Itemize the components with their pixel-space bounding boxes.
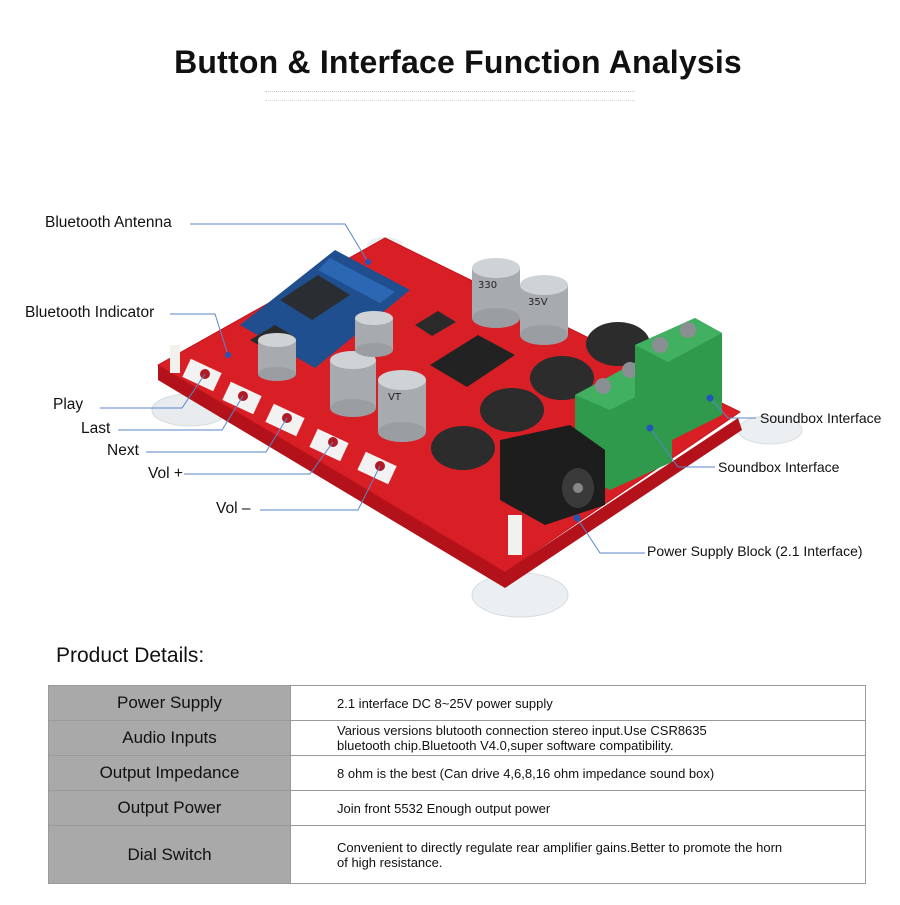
- spec-key: Audio Inputs: [48, 720, 291, 756]
- table-row: Power Supply 2.1 interface DC 8~25V powe…: [48, 685, 866, 721]
- spec-value: Various versions blutooth connection ste…: [290, 720, 866, 756]
- inductor: [586, 322, 650, 366]
- capacitor: 330: [472, 258, 520, 328]
- capacitor: 35V: [520, 275, 568, 345]
- page-title: Button & Interface Function Analysis: [174, 44, 742, 80]
- spec-key: Dial Switch: [48, 825, 291, 884]
- capacitor: [258, 333, 296, 381]
- inductor: [530, 356, 594, 400]
- table-row: Output Power Join front 5532 Enough outp…: [48, 790, 866, 826]
- callout-bluetooth-indicator: Bluetooth Indicator: [25, 304, 155, 321]
- title-underline-decoration: [265, 91, 635, 101]
- inductor: [431, 426, 495, 470]
- bluetooth-chip: [280, 275, 350, 320]
- table-row: Output Impedance 8 ohm is the best (Can …: [48, 755, 866, 791]
- capacitor-label: VT: [388, 392, 402, 403]
- spec-value: Join front 5532 Enough output power: [290, 790, 866, 826]
- standoff: [170, 345, 180, 373]
- amplifier-chip: [430, 335, 515, 387]
- amplifier-board-illustration: 330 35V VT: [100, 223, 803, 618]
- table-row: Audio Inputs Various versions blutooth c…: [48, 720, 866, 756]
- callout-last: Last: [81, 420, 111, 437]
- soundbox-terminal-2: [635, 318, 722, 442]
- callout-soundbox-interface-2: Soundbox Interface: [718, 459, 840, 475]
- product-details-title: Product Details:: [56, 644, 205, 667]
- capacitor: [330, 351, 376, 417]
- callout-vol-minus: Vol –: [216, 500, 251, 517]
- callout-bluetooth-antenna: Bluetooth Antenna: [45, 214, 172, 231]
- callout-dots: [225, 259, 714, 522]
- capacitor: [355, 311, 393, 357]
- small-chip: [415, 311, 456, 336]
- board-edge: [158, 365, 742, 588]
- callout-soundbox-interface-1: Soundbox Interface: [760, 410, 882, 426]
- spec-value: 2.1 interface DC 8~25V power supply: [290, 685, 866, 721]
- inductor: [480, 388, 544, 432]
- spec-key: Output Power: [48, 790, 291, 826]
- callout-next: Next: [107, 442, 139, 459]
- spec-key: Output Impedance: [48, 755, 291, 791]
- suction-foot: [471, 572, 569, 618]
- dc-power-jack: [500, 425, 605, 525]
- capacitor-label: 35V: [528, 297, 548, 308]
- capacitor: VT: [378, 370, 426, 442]
- product-details-table: Power Supply 2.1 interface DC 8~25V powe…: [48, 685, 866, 884]
- standoff: [508, 515, 522, 555]
- callout-power-supply-block: Power Supply Block (2.1 Interface): [647, 543, 863, 559]
- callout-play: Play: [53, 396, 84, 413]
- table-row: Dial Switch Convenient to directly regul…: [48, 825, 866, 884]
- capacitor-label: 330: [478, 280, 497, 291]
- spec-value: 8 ohm is the best (Can drive 4,6,8,16 oh…: [290, 755, 866, 791]
- spec-value: Convenient to directly regulate rear amp…: [290, 825, 866, 884]
- bluetooth-antenna: [318, 258, 395, 303]
- spec-key: Power Supply: [48, 685, 291, 721]
- callout-lines: [100, 223, 756, 554]
- callout-vol-plus: Vol +: [148, 465, 183, 482]
